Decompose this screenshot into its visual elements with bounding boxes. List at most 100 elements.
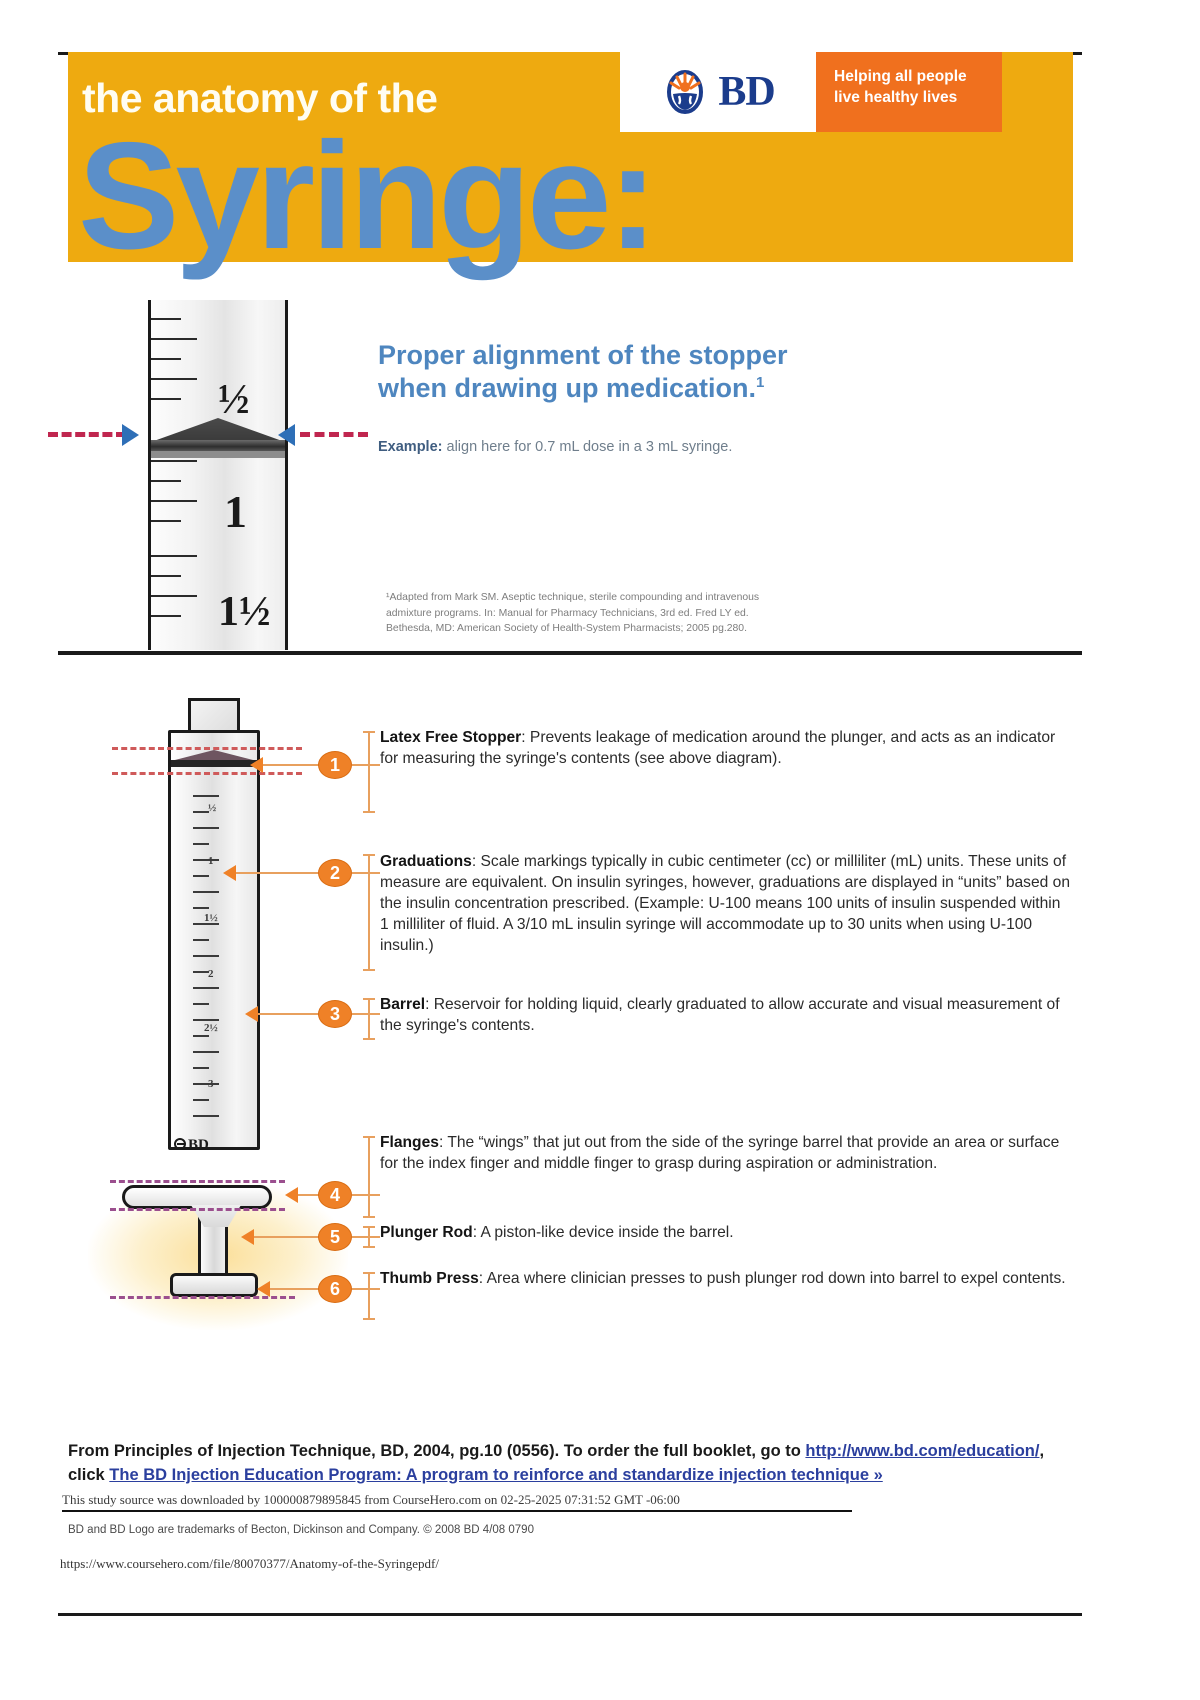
annotation-6-body: : Area where clinician presses to push p… xyxy=(478,1270,1066,1287)
upper-footnote-line-2: admixture programs. In: Manual for Pharm… xyxy=(386,607,749,619)
lower-syringe-illustration: ½ 1 1½ 2 2½ 3 BD xyxy=(122,690,290,1310)
syringe-neck xyxy=(188,698,240,734)
annotation-1-term: Latex Free Stopper xyxy=(380,729,522,746)
upper-footnote-line-1: ¹Adapted from Mark SM. Aseptic technique… xyxy=(386,592,760,603)
annotation-2-bracket xyxy=(363,854,375,971)
grad-label-3: 3 xyxy=(208,1078,214,1090)
barrel-bd-mark-icon xyxy=(174,1138,186,1150)
annotation-5-text: Plunger Rod: A piston-like device inside… xyxy=(380,1223,1070,1244)
annotation-5-term: Plunger Rod xyxy=(380,1224,473,1241)
upper-example-line: Example: align here for 0.7 mL dose in a… xyxy=(378,439,938,455)
annotation-3-text: Barrel: Reservoir for holding liquid, cl… xyxy=(380,995,1070,1037)
annotation-3-arrow-icon xyxy=(245,1006,258,1022)
middle-divider-rule xyxy=(58,651,1082,655)
upper-heading-line-1: Proper alignment of the stopper xyxy=(378,340,788,370)
upper-heading: Proper alignment of the stopper when dra… xyxy=(378,339,938,406)
bd-logo-text: BD xyxy=(718,69,775,115)
upper-scale-label-one: 1 xyxy=(224,486,247,537)
bottom-divider-rule xyxy=(58,1613,1082,1616)
annotation-5-leader-right xyxy=(352,1236,380,1238)
bd-sunburst-icon xyxy=(661,68,709,116)
upper-example-label: Example: xyxy=(378,439,443,455)
bd-tagline: Helping all people live healthy lives xyxy=(816,52,1002,132)
bd-education-link[interactable]: http://www.bd.com/education/ xyxy=(805,1442,1040,1460)
tagline-line-1: Helping all people xyxy=(834,68,967,85)
annotation-2-number[interactable]: 2 xyxy=(318,859,352,887)
coursehero-download-notice: This study source was downloaded by 1000… xyxy=(62,1492,852,1512)
plunger-rod xyxy=(198,1205,228,1277)
upper-heading-line-2: when drawing up medication. xyxy=(378,373,757,404)
annotation-4-arrow-icon xyxy=(285,1187,298,1203)
annotation-1-arrow-icon xyxy=(250,757,263,773)
trademark-notice: BD and BD Logo are trademarks of Becton,… xyxy=(68,1524,534,1536)
annotation-3-leader-right xyxy=(352,1013,380,1015)
annotation-3-bracket xyxy=(363,998,375,1040)
upper-left-guide-dashes xyxy=(48,432,126,437)
grad-label-2: 2 xyxy=(208,968,214,980)
annotation-1-leader xyxy=(255,764,320,766)
annotation-4-leader-right xyxy=(352,1194,380,1196)
annotation-6-bracket xyxy=(363,1272,375,1320)
annotation-3-body: : Reservoir for holding liquid, clearly … xyxy=(380,996,1060,1034)
annotation-6-leader-right xyxy=(352,1288,380,1290)
annotation-2-leader xyxy=(228,872,320,874)
barrel-bd-text: BD xyxy=(188,1137,209,1153)
upper-heading-footnote-marker: 1 xyxy=(756,374,765,392)
footer-citation: From Principles of Injection Technique, … xyxy=(68,1440,1078,1488)
annotation-4-text: Flanges: The “wings” that jut out from t… xyxy=(380,1133,1070,1175)
upper-footnote-line-3: Bethesda, MD: American Society of Health… xyxy=(386,623,747,635)
upper-right-guide-dashes xyxy=(300,432,368,437)
thumbpress-guide xyxy=(110,1296,295,1299)
annotation-4-body: : The “wings” that jut out from the side… xyxy=(380,1134,1060,1172)
annotation-3-term: Barrel xyxy=(380,996,426,1013)
annotation-5-leader xyxy=(246,1236,320,1238)
flange-guide-top xyxy=(110,1180,285,1183)
footer-line2-pre: click xyxy=(68,1465,110,1484)
upper-left-arrow-icon xyxy=(122,424,139,446)
annotation-3-leader xyxy=(250,1013,320,1015)
annotation-5-body: : A piston-like device inside the barrel… xyxy=(472,1224,734,1241)
annotation-6-leader xyxy=(262,1288,320,1290)
annotation-4-bracket xyxy=(363,1136,375,1218)
upper-syringe-barrel xyxy=(148,300,288,650)
tagline-line-2: live healthy lives xyxy=(834,88,958,106)
annotation-6-text: Thumb Press: Area where clinician presse… xyxy=(380,1269,1070,1290)
annotation-5-bracket xyxy=(363,1226,375,1248)
thumb-press xyxy=(170,1273,258,1297)
annotation-2-body: : Scale markings typically in cubic cent… xyxy=(380,853,1070,954)
upper-stopper xyxy=(151,418,285,460)
barrel-bd-logo: BD xyxy=(174,1137,209,1154)
annotation-2-arrow-icon xyxy=(223,865,236,881)
annotation-6-term: Thumb Press xyxy=(380,1270,479,1287)
flange-guide-bottom xyxy=(110,1208,285,1211)
syringe-barrel xyxy=(168,730,260,1150)
annotation-1-number[interactable]: 1 xyxy=(318,751,352,779)
annotation-1-body: : Prevents leakage of medication around … xyxy=(380,729,1056,767)
bd-injection-program-link[interactable]: The BD Injection Education Program: A pr… xyxy=(109,1465,883,1484)
stopper-guide-bottom xyxy=(112,772,302,775)
annotation-4-term: Flanges xyxy=(380,1134,439,1151)
bd-logo: BD xyxy=(620,52,816,132)
grad-label-2-half: 2½ xyxy=(204,1022,218,1034)
upper-scale-label-one-half: 1½ xyxy=(218,589,271,635)
upper-example-text: align here for 0.7 mL dose in a 3 mL syr… xyxy=(442,439,733,455)
grad-label-1: 1 xyxy=(208,855,214,867)
page-title: Syringe: xyxy=(78,111,658,281)
latex-free-stopper xyxy=(171,750,257,768)
grad-label-half: ½ xyxy=(208,802,217,814)
footer-line1-post: , xyxy=(1039,1442,1045,1460)
footer-line1-pre: From Principles of Injection Technique, … xyxy=(68,1442,806,1460)
annotation-2-text: Graduations: Scale markings typically in… xyxy=(380,852,1070,956)
upper-right-arrow-icon xyxy=(278,424,295,446)
annotation-4-number[interactable]: 4 xyxy=(318,1181,352,1209)
coursehero-source-url: https://www.coursehero.com/file/80070377… xyxy=(60,1556,439,1571)
grad-label-1-half: 1½ xyxy=(204,912,218,924)
annotation-1-text: Latex Free Stopper: Prevents leakage of … xyxy=(380,728,1070,770)
masthead-subtitle: the anatomy of the xyxy=(82,75,438,121)
annotation-2-term: Graduations xyxy=(380,853,472,870)
annotation-5-number[interactable]: 5 xyxy=(318,1223,352,1251)
annotation-1-bracket xyxy=(363,731,375,813)
annotation-4-leader xyxy=(290,1194,320,1196)
annotation-6-number[interactable]: 6 xyxy=(318,1275,352,1303)
annotation-3-number[interactable]: 3 xyxy=(318,1000,352,1028)
